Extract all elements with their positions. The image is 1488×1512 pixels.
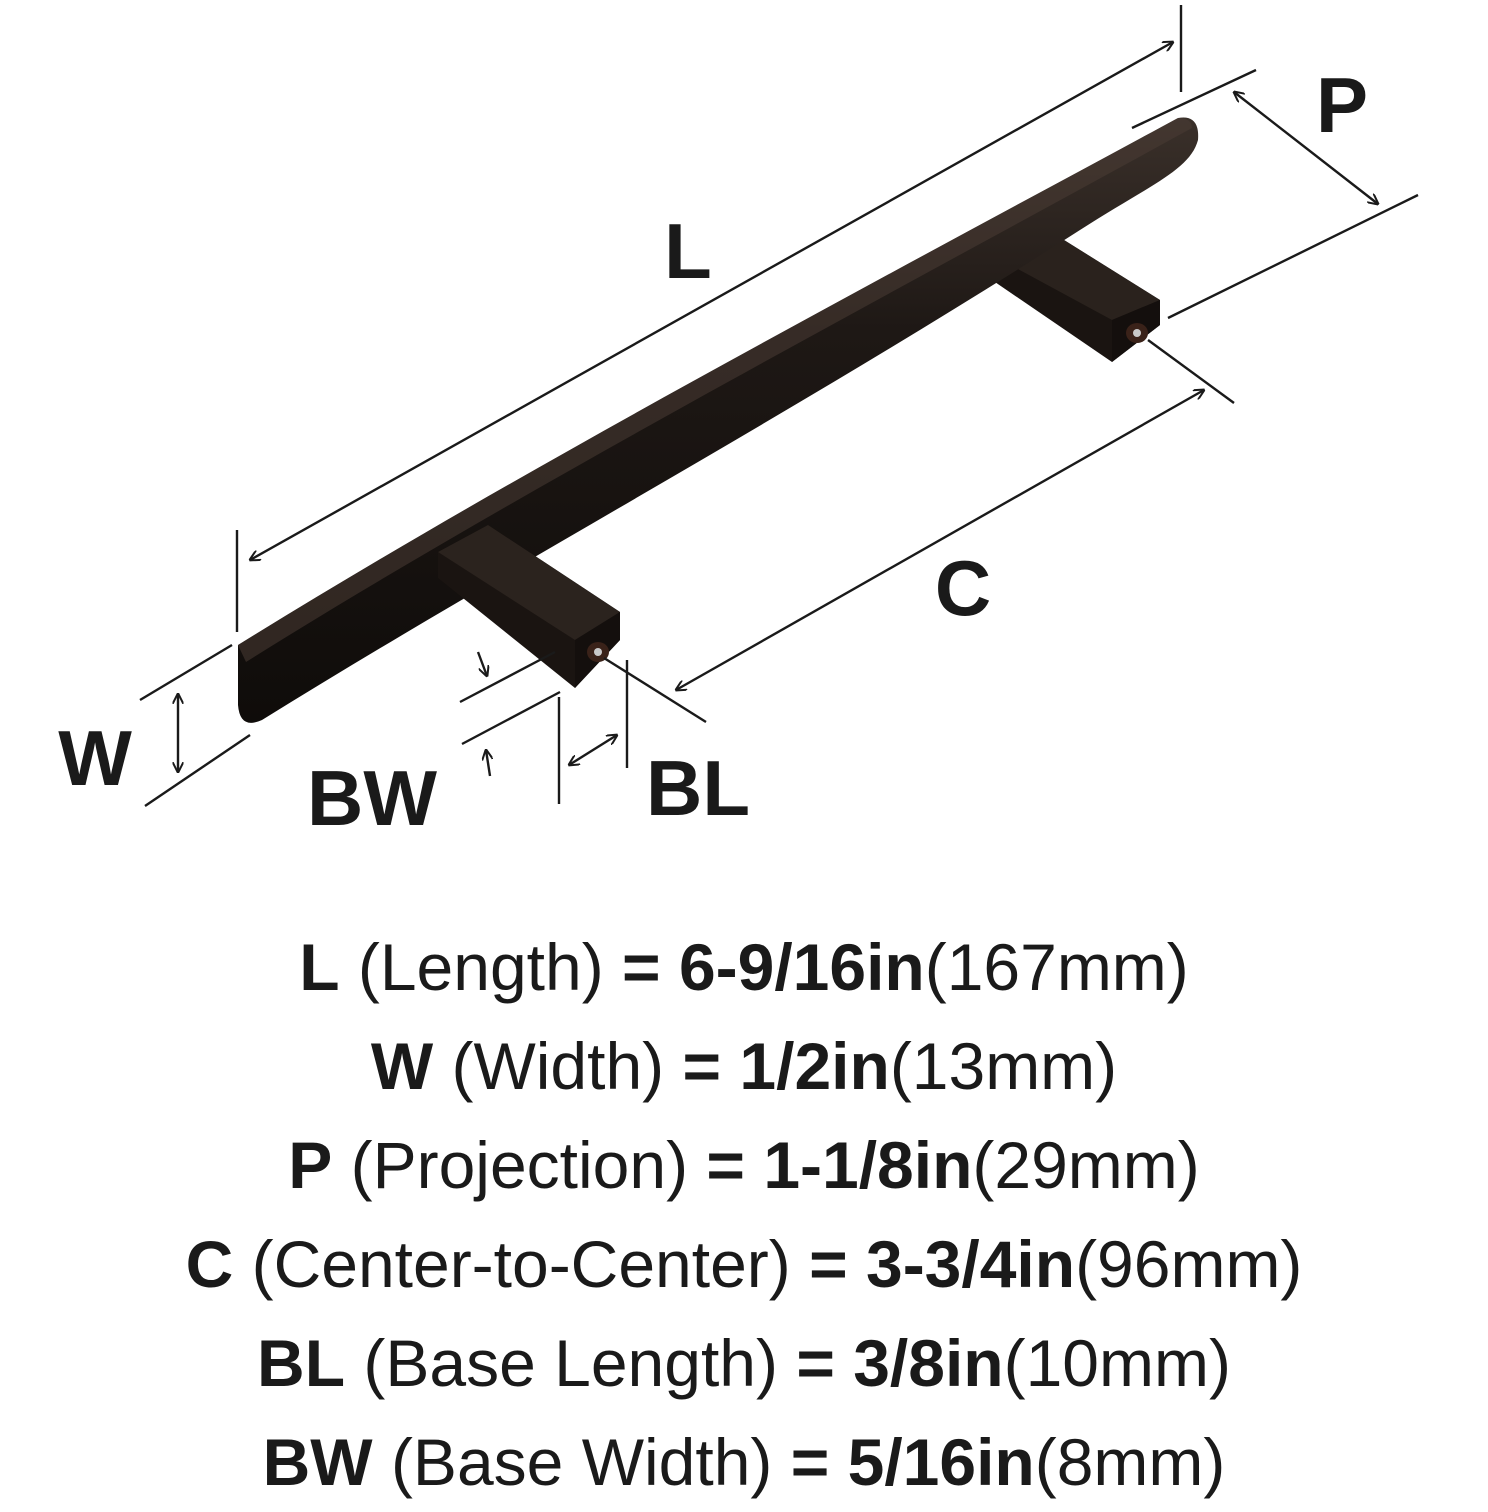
spec-equals: = (790, 1425, 830, 1499)
spec-row-width: W (Width) = 1/2in(13mm) (0, 1017, 1488, 1116)
spec-code: C (185, 1227, 234, 1301)
spec-equals: = (622, 930, 661, 1004)
spec-inch-value: 3-3/4in (865, 1227, 1076, 1301)
spec-equals: = (809, 1227, 848, 1301)
spec-name: (Width) (451, 1029, 665, 1103)
spec-mm-value: (167mm) (924, 930, 1189, 1004)
base-length-dimension: BL (557, 660, 750, 832)
spec-name: (Projection) (350, 1128, 689, 1202)
width-dimension: W (58, 643, 251, 807)
handle-dimension-diagram: L P C W BW BL (58, 5, 1419, 842)
dim-label-W: W (58, 714, 132, 802)
center-to-center-dimension: C (603, 339, 1235, 724)
spec-mm-value: (10mm) (1003, 1326, 1231, 1400)
spec-code: BW (262, 1425, 373, 1499)
spec-inch-value: 1/2in (739, 1029, 890, 1103)
spec-equals: = (682, 1029, 722, 1103)
handle-illustration (238, 117, 1199, 723)
spec-inch-value: 6-9/16in (678, 930, 925, 1004)
spec-mm-value: (96mm) (1075, 1227, 1303, 1301)
spec-row-base-length: BL (Base Length) = 3/8in(10mm) (0, 1314, 1488, 1413)
spec-row-base-width: BW (Base Width) = 5/16in(8mm) (0, 1413, 1488, 1512)
base-width-dimension: BW (307, 650, 561, 842)
spec-code: W (370, 1029, 434, 1103)
spec-mm-value: (13mm) (889, 1029, 1118, 1103)
spec-row-center-to-center: C (Center-to-Center) = 3-3/4in(96mm) (0, 1215, 1488, 1314)
spec-inch-value: 5/16in (847, 1425, 1035, 1499)
dim-label-BL: BL (646, 744, 750, 832)
spec-mm-value: (8mm) (1034, 1425, 1226, 1499)
length-dimension: L (235, 5, 1183, 632)
handle-bar (238, 117, 1199, 723)
spec-equals: = (796, 1326, 835, 1400)
spec-code: P (288, 1128, 333, 1202)
spec-inch-value: 3/8in (853, 1326, 1004, 1400)
dim-label-BW: BW (307, 754, 437, 842)
spec-equals: = (706, 1128, 745, 1202)
spec-inch-value: 1-1/8in (763, 1128, 973, 1202)
dim-label-P: P (1316, 61, 1368, 149)
dim-label-L: L (664, 207, 712, 295)
spec-code: BL (257, 1326, 346, 1400)
spec-mm-value: (29mm) (972, 1128, 1200, 1202)
spec-name: (Base Width) (390, 1425, 773, 1499)
dimension-spec-list: L (Length) = 6-9/16in(167mm) W (Width) =… (0, 918, 1488, 1512)
spec-name: (Center-to-Center) (251, 1227, 791, 1301)
spec-row-length: L (Length) = 6-9/16in(167mm) (0, 918, 1488, 1017)
spec-row-projection: P (Projection) = 1-1/8in(29mm) (0, 1116, 1488, 1215)
spec-name: (Base Length) (363, 1326, 778, 1400)
dim-label-C: C (935, 544, 991, 632)
spec-code: L (299, 930, 340, 1004)
projection-dimension: P (1131, 61, 1419, 320)
spec-name: (Length) (357, 930, 604, 1004)
